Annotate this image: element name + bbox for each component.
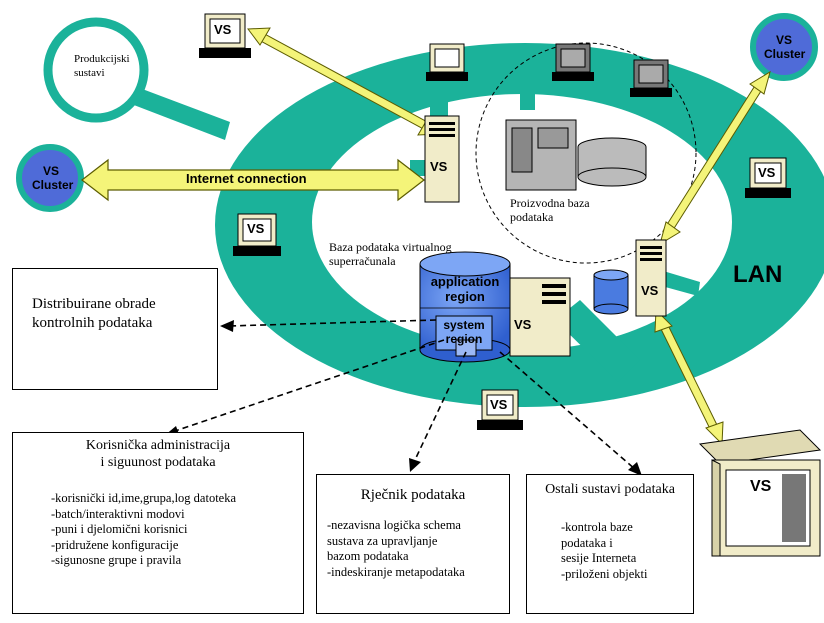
arrow-cluster-to-server [659, 70, 771, 246]
dashed-connectors [171, 319, 637, 471]
big-terminal [698, 429, 822, 557]
list-item: -indeskiranje metapodataka [327, 564, 465, 579]
virtual-db-label: Baza podataka virtualnog superračunala [329, 240, 452, 268]
vs-cluster-right [750, 13, 818, 81]
ostali-list: -kontrola baze podataka i sesije Interne… [561, 520, 693, 582]
terminal-ring-top-1 [426, 43, 468, 81]
terminal-bottom-ring [477, 389, 523, 430]
korisnicka-list: -korisnički id,ime,grupa,log datoteka -b… [51, 491, 303, 569]
lan-label: LAN [733, 261, 783, 288]
vs-label-server-right: VS [641, 283, 659, 298]
terminal-top-left [199, 13, 251, 58]
list-item: sustava za upravljanje [327, 533, 438, 548]
distribuirane-box: Distribuirane obrade kontrolnih podataka [12, 268, 218, 390]
internet-connection-arrow [81, 158, 425, 202]
list-item: -nezavisna logička schema [327, 518, 461, 532]
rjecnik-list: -nezavisna logička schema sustava za upr… [327, 518, 509, 580]
vs-label-bottom-ring: VS [490, 397, 508, 412]
vs-cluster-left [16, 144, 84, 212]
vs-label-big-terminal: VS [750, 478, 772, 495]
korisnicka-box: Korisnička administracija i siguunost po… [12, 432, 304, 614]
terminal-ring-top-3 [630, 59, 672, 97]
vs-label-server-center: VS [430, 159, 448, 174]
virtual-db-cylinder [419, 251, 511, 363]
vs-label-top-terminal: VS [214, 22, 232, 37]
list-item: -puni i djelomični korisnici [51, 522, 188, 536]
list-item: -pridružene konfiguracije [51, 537, 179, 552]
production-db-equipment [505, 119, 647, 191]
ostali-title: Ostali sustavi podataka [545, 482, 675, 497]
list-item: podataka i [561, 535, 613, 550]
list-item: -korisnički id,ime,grupa,log datoteka [51, 491, 237, 505]
list-item: -kontrola baze [561, 520, 633, 534]
vs-server-right [635, 239, 667, 317]
rjecnik-title: Rječnik podataka [360, 487, 466, 503]
list-item: sesije Interneta [561, 551, 637, 565]
list-item: -priloženi objekti [561, 566, 648, 581]
small-db-cylinder [593, 269, 629, 315]
terminal-left-ring [233, 213, 281, 256]
internet-connection-label: Internet connection [186, 171, 307, 186]
list-item: -batch/interaktivni modovi [51, 506, 185, 521]
vs-cluster-left-label: VS Cluster [32, 164, 74, 192]
vs-server-db [509, 277, 571, 357]
ostali-box: Ostali sustavi podataka -kontrola baze p… [526, 474, 694, 614]
distribuirane-title: Distribuirane obrade kontrolnih podataka [32, 296, 156, 331]
vs-label-right-ring: VS [758, 165, 776, 180]
vs-server-center [424, 115, 460, 203]
list-item: bazom podataka [327, 549, 409, 563]
terminal-ring-top-2 [552, 43, 594, 81]
terminal-right-ring [745, 157, 791, 198]
vs-cluster-right-label: VS Cluster [764, 33, 806, 61]
production-systems-circle [43, 17, 149, 123]
vs-label-db-server: VS [514, 317, 532, 332]
vs-label-left-ring: VS [247, 221, 265, 236]
production-db-region [475, 42, 697, 264]
rjecnik-box: Rječnik podataka -nezavisna logička sche… [316, 474, 510, 614]
korisnicka-title: Korisnička administracija i siguunost po… [85, 438, 231, 470]
system-region-label: system region [443, 318, 485, 346]
production-db-label: Proizvodna baza podataka [510, 196, 590, 224]
application-region-label: application region [430, 274, 500, 304]
production-systems-label: Produkcijski sustavi [74, 53, 130, 79]
arrow-server-to-terminal [654, 308, 724, 446]
list-item: -sigunosne grupe i pravila [51, 553, 182, 567]
